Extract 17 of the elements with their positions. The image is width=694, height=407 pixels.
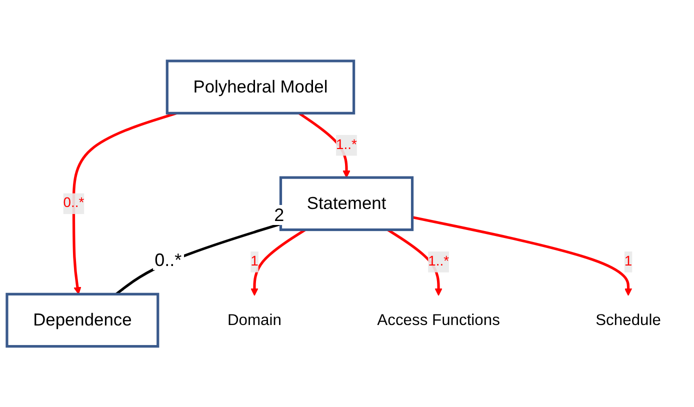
arrow [412, 216, 632, 296]
edge-label: 0..* [63, 196, 84, 210]
node-text: Schedule [596, 310, 661, 328]
edge-label: 1 [250, 254, 258, 269]
arrow [387, 228, 442, 296]
edge-label: 1..* [428, 254, 449, 269]
node-box: Dependence [6, 292, 160, 348]
edge-label: 1 [624, 254, 632, 269]
multiplicity-label: 0..* [152, 250, 184, 270]
node-box: Polyhedral Model [166, 60, 356, 114]
multiplicity-label: 2 [272, 204, 286, 225]
node-text: Domain [227, 310, 282, 328]
arrow [72, 112, 178, 294]
arrow [298, 112, 350, 178]
node-text: Access Functions [377, 310, 500, 328]
edge-label: 1..* [336, 137, 357, 152]
arrow [250, 228, 306, 296]
